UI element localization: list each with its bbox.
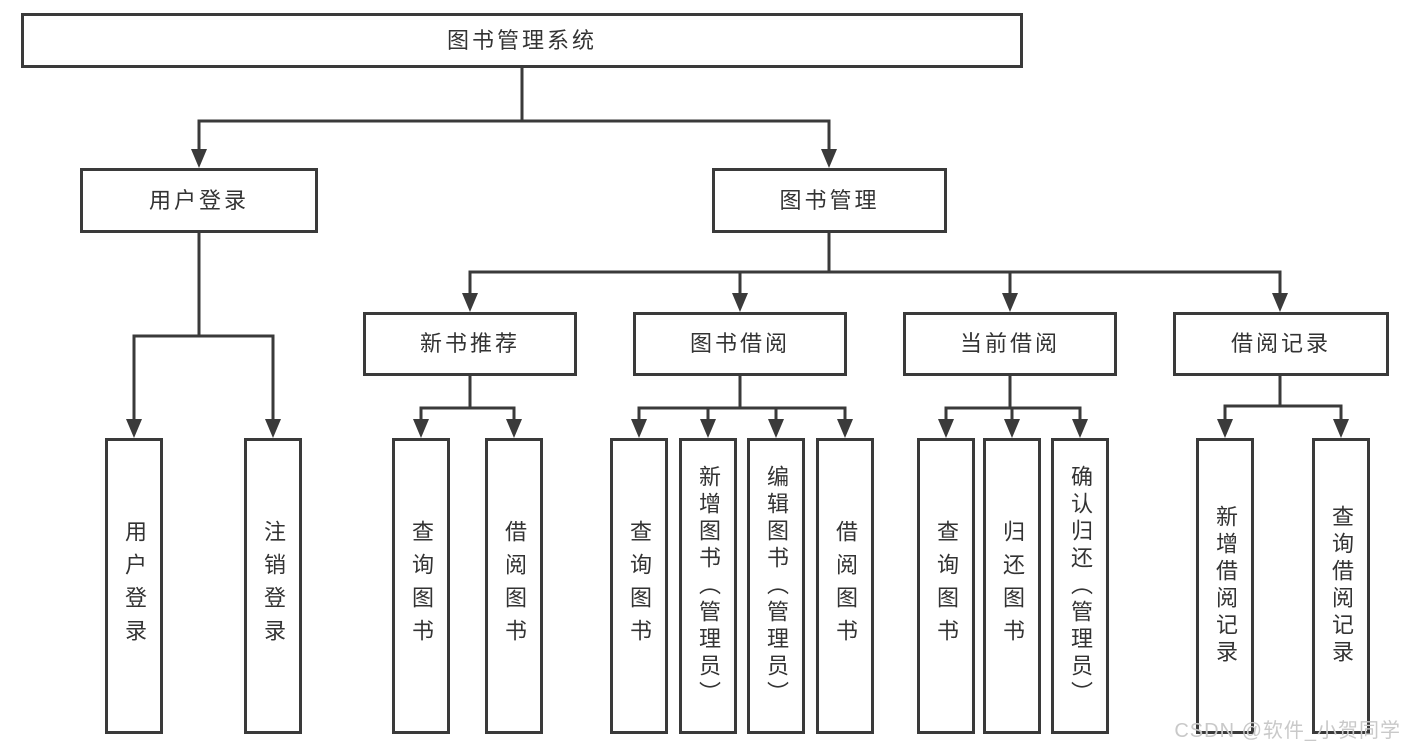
leaf-add-book-admin: 新增图书（管理员）	[679, 438, 737, 734]
leaf-label: 查询借阅记录	[1329, 505, 1354, 667]
leaf-query-borrow-record: 查询借阅记录	[1312, 438, 1370, 734]
node-borrow-records: 借阅记录	[1173, 312, 1389, 376]
node-new-book-recommend: 新书推荐	[363, 312, 577, 376]
node-label: 图书管理系统	[446, 27, 597, 53]
leaf-label: 借阅图书	[833, 520, 858, 652]
node-label: 图书借阅	[689, 331, 790, 356]
leaf-add-borrow-record: 新增借阅记录	[1196, 438, 1254, 734]
node-label: 用户登录	[148, 187, 249, 213]
leaf-logout-login: 注销登录	[244, 438, 302, 734]
leaf-label: 注销登录	[261, 520, 286, 652]
leaf-label: 确认归还（管理员）	[1068, 464, 1093, 708]
leaf-edit-book-admin: 编辑图书（管理员）	[747, 438, 805, 734]
leaf-label: 借阅图书	[502, 520, 527, 652]
leaf-confirm-return-admin: 确认归还（管理员）	[1051, 438, 1109, 734]
arrowheads	[126, 149, 1349, 438]
leaf-user-login: 用户登录	[105, 438, 163, 734]
leaf-label: 查询图书	[409, 520, 434, 652]
leaf-borrow-books: 借阅图书	[816, 438, 874, 734]
leaf-label: 编辑图书（管理员）	[764, 464, 789, 708]
node-library-management-system: 图书管理系统	[21, 13, 1023, 68]
leaf-query-books-current: 查询图书	[917, 438, 975, 734]
leaf-label: 归还图书	[1000, 520, 1025, 652]
leaf-label: 查询图书	[627, 520, 652, 652]
leaf-label: 新增图书（管理员）	[696, 464, 721, 708]
node-user-login: 用户登录	[80, 168, 318, 233]
node-book-management: 图书管理	[712, 168, 947, 233]
leaf-label: 新增借阅记录	[1213, 505, 1238, 667]
node-label: 借阅记录	[1230, 331, 1331, 356]
node-label: 当前借阅	[959, 331, 1060, 356]
node-label: 图书管理	[779, 187, 880, 213]
leaf-query-books-recommend: 查询图书	[392, 438, 450, 734]
leaf-return-book: 归还图书	[983, 438, 1041, 734]
leaf-query-books-borrow: 查询图书	[610, 438, 668, 734]
node-label: 新书推荐	[419, 331, 520, 356]
leaf-label: 用户登录	[122, 520, 147, 652]
node-current-borrow: 当前借阅	[903, 312, 1117, 376]
leaf-borrow-books-recommend: 借阅图书	[485, 438, 543, 734]
leaf-label: 查询图书	[934, 520, 959, 652]
node-book-borrow: 图书借阅	[633, 312, 847, 376]
